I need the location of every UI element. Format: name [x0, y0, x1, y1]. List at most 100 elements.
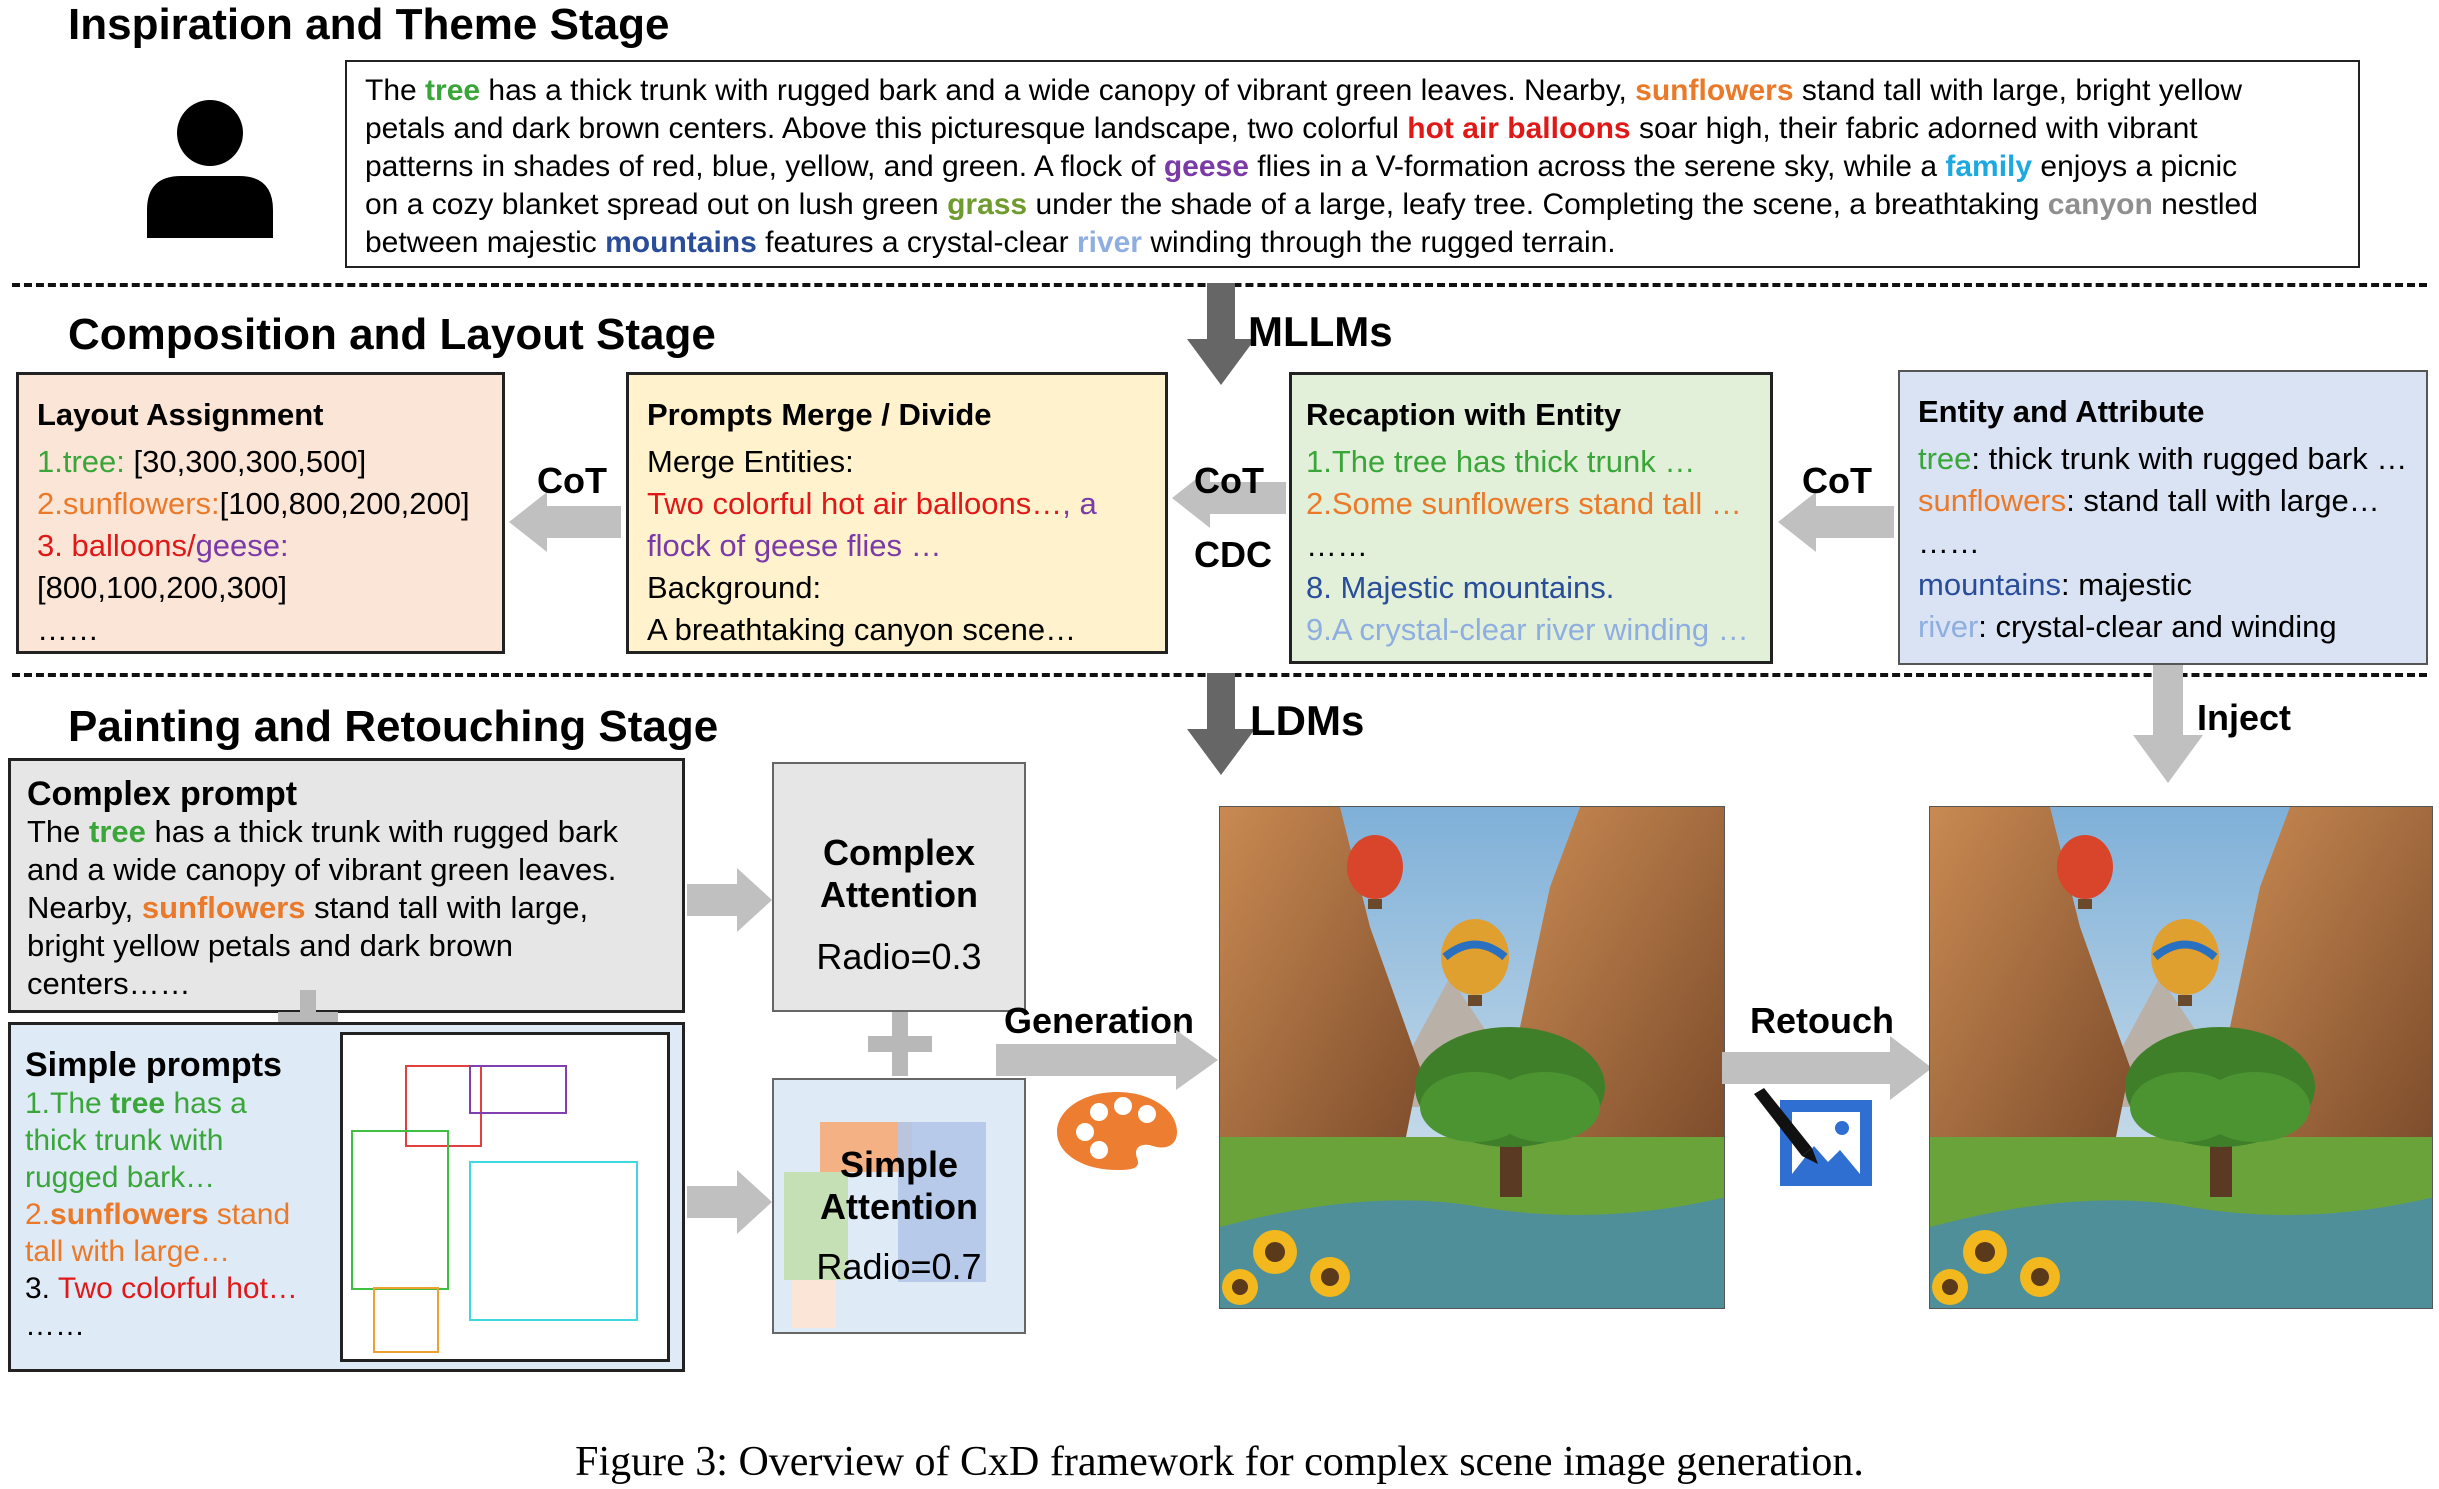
- text-segment: patterns in shades of red, blue, yellow,…: [365, 150, 1164, 183]
- recaption-title: Recaption with Entity: [1306, 397, 1622, 432]
- text-line: 8. Majestic mountains.: [1306, 567, 1756, 609]
- text-line: [800,100,200,300]: [37, 567, 484, 609]
- entity-attribute-box: Entity and Attribute tree: thick trunk w…: [1898, 370, 2428, 665]
- recaption-lines: 1.The tree has thick trunk … 2.Some sunfl…: [1306, 441, 1756, 651]
- inject-label: Inject: [2197, 697, 2292, 738]
- ldms-down-arrow: [1187, 673, 1255, 775]
- text-line: The tree has a thick trunk with rugged b…: [365, 72, 2340, 110]
- text-line: 3. balloons/geese:: [37, 525, 484, 567]
- user-icon: [147, 100, 273, 238]
- mllms-label: MLLMs: [1248, 308, 1393, 355]
- attn-region-peach: [792, 1280, 836, 1328]
- text-segment: river: [1918, 609, 1979, 644]
- mllms-down-arrow: [1187, 283, 1255, 385]
- text-segment: 1.tree:: [37, 444, 125, 479]
- text-segment: : majestic: [2061, 567, 2192, 602]
- text-segment: stand tall with large, bright yellow: [1793, 74, 2243, 107]
- text-segment: 2.sunflowers:: [37, 486, 220, 521]
- ldms-label: LDMs: [1250, 697, 1365, 744]
- text-segment: A breathtaking canyon scene…: [647, 612, 1077, 647]
- text-segment: family: [1945, 150, 2033, 183]
- text-segment: [30,300,300,500]: [124, 444, 367, 479]
- text-segment: : stand tall with large…: [2066, 483, 2380, 518]
- entity-attribute-title: Entity and Attribute: [1918, 394, 2205, 429]
- simple-to-attention-arrow: [687, 1170, 772, 1234]
- text-segment: : crystal-clear and winding: [1978, 609, 2337, 644]
- text-segment: 9.A crystal-clear river winding …: [1306, 612, 1749, 647]
- text-segment: tree: [1918, 441, 1972, 476]
- text-line: ……: [1918, 522, 2408, 564]
- text-segment: has a thick trunk with rugged bark and a…: [480, 74, 1636, 107]
- text-line: between majestic mountains features a cr…: [365, 224, 2340, 262]
- text-line: 9.A crystal-clear river winding …: [1306, 609, 1756, 651]
- text-line: sunflowers: stand tall with large…: [1918, 480, 2408, 522]
- complex-to-attention-arrow: [687, 868, 772, 932]
- inspiration-text: The tree has a thick trunk with rugged b…: [365, 72, 2340, 262]
- text-segment: between majestic: [365, 226, 606, 259]
- stage-title-composition: Composition and Layout Stage: [68, 310, 716, 359]
- layout-box-red: [405, 1065, 482, 1147]
- text-segment: stand: [208, 1198, 291, 1231]
- text-line: rugged bark…: [25, 1159, 668, 1196]
- text-segment: 1.The tree has thick trunk …: [1306, 444, 1696, 479]
- text-segment: and a wide canopy of vibrant green leave…: [27, 852, 617, 887]
- text-line: 1.The tree has thick trunk …: [1306, 441, 1756, 483]
- entity-attribute-lines: tree: thick trunk with rugged bark …sunf…: [1918, 438, 2408, 648]
- text-line: 2.sunflowers:[100,800,200,200]: [37, 483, 484, 525]
- text-line: Merge Entities:: [647, 441, 1147, 483]
- attn-region-orange: [820, 1122, 912, 1172]
- text-segment: features a crystal-clear: [756, 226, 1077, 259]
- text-line: 1.tree: [30,300,300,500]: [37, 441, 484, 483]
- cot-label-2: CoT: [1194, 460, 1264, 501]
- text-segment: 8. Majestic mountains.: [1306, 570, 1615, 605]
- recaption-box: Recaption with Entity 1.The tree has thi…: [1289, 372, 1773, 664]
- text-line: ……: [25, 1307, 668, 1344]
- text-line: mountains: majestic: [1918, 564, 2408, 606]
- complex-prompt-box: Complex prompt The tree has a thick trun…: [8, 758, 685, 1013]
- retouched-image: [1929, 806, 2433, 1309]
- text-segment: nestled: [2152, 188, 2258, 221]
- prompts-merge-title: Prompts Merge / Divide: [647, 397, 992, 432]
- stage-title-inspiration: Inspiration and Theme Stage: [68, 0, 670, 49]
- inspiration-text-box: The tree has a thick trunk with rugged b…: [345, 60, 2360, 268]
- text-line: patterns in shades of red, blue, yellow,…: [365, 148, 2340, 186]
- text-segment: centers……: [27, 966, 191, 1001]
- text-segment: 3.: [25, 1272, 58, 1305]
- cdc-label: CDC: [1194, 534, 1272, 575]
- text-segment: 1.The: [25, 1087, 111, 1120]
- layout-assignment-lines: 1.tree: [30,300,300,500]2.sunflowers:[10…: [37, 441, 484, 651]
- text-segment: ……: [37, 612, 99, 647]
- prompts-merge-box: Prompts Merge / Divide Merge Entities: Tw…: [626, 372, 1168, 654]
- simple-attention-title: Simple Attention: [820, 1144, 978, 1227]
- text-segment: [100,800,200,200]: [219, 486, 470, 521]
- text-segment: sunflowers: [1635, 74, 1794, 107]
- cot-cdc-arrow: [1172, 468, 1286, 528]
- generation-label: Generation: [1004, 1000, 1195, 1041]
- attn-region-blue: [898, 1122, 986, 1282]
- text-line: 2.Some sunflowers stand tall …: [1306, 483, 1756, 525]
- text-line: Two colorful hot air balloons…, a: [647, 483, 1147, 525]
- cot-label-1: CoT: [537, 460, 607, 501]
- text-line: tall with large…: [25, 1233, 668, 1270]
- complex-prompt-title: Complex prompt: [27, 775, 298, 813]
- cot-arrow-1: [509, 492, 621, 552]
- text-line: ……: [37, 609, 484, 651]
- layout-box-purple: [469, 1065, 567, 1114]
- layout-boxes-panel: [340, 1032, 670, 1362]
- text-segment: ……: [1306, 528, 1368, 563]
- text-line: thick trunk with: [25, 1122, 668, 1159]
- complex-attention-box: Complex Attention Radio=0.3: [772, 762, 1026, 1012]
- text-segment: winding through the rugged terrain.: [1141, 226, 1616, 259]
- text-segment: enjoys a picnic: [2032, 150, 2238, 183]
- text-segment: petals and dark brown centers. Above thi…: [365, 112, 1408, 145]
- text-segment: ……: [1918, 525, 1980, 560]
- retouch-pen-icon: [1754, 1088, 1872, 1186]
- text-segment: rugged bark…: [25, 1161, 216, 1194]
- complex-attention-ratio: Radio=0.3: [816, 936, 982, 977]
- text-segment: Merge Entities:: [647, 444, 854, 479]
- text-segment: 2.: [25, 1198, 51, 1231]
- text-segment: soar high, their fabric adorned with vib…: [1630, 112, 2198, 145]
- text-segment: Two colorful hot air balloons…: [647, 486, 1063, 521]
- layout-assignment-box: Layout Assignment 1.tree: [30,300,300,50…: [16, 372, 505, 654]
